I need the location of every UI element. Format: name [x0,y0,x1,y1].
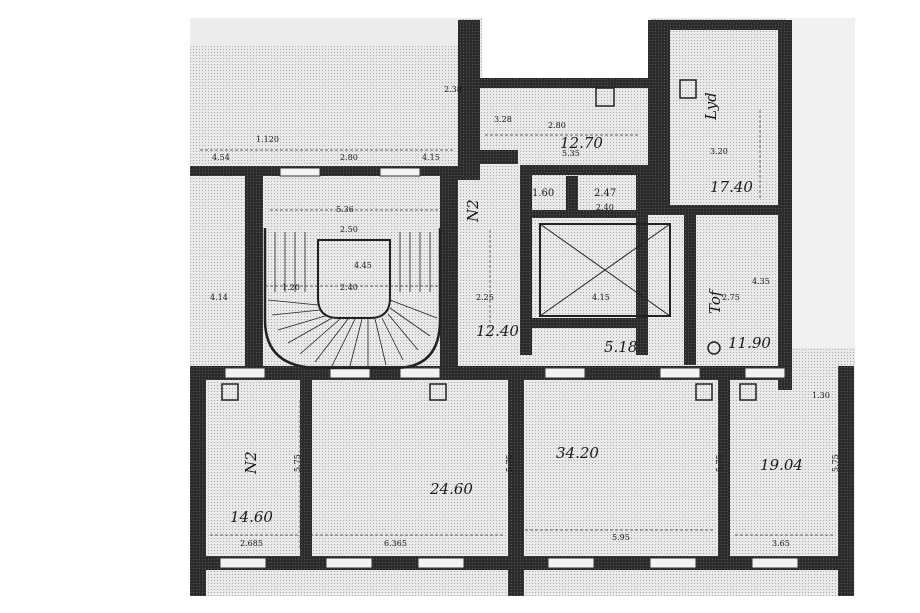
dim-bottom-3: 5.95 [612,533,630,542]
dim-vert-4: 5.75 [831,454,840,472]
dim-vert-1: 5.75 [293,454,302,472]
dim-stair-inner: 2.50 [340,225,358,234]
dim-right-top: 3.20 [710,147,728,156]
dim-bottom-2: 6.365 [384,539,407,548]
dim-shaft: 4.15 [592,293,610,302]
handwritten-mark-right-mid: Tof [706,288,724,314]
dim-top-vert: 2.38 [444,85,462,94]
dim-hall-3: 5.35 [562,149,580,158]
fixtures [221,79,757,401]
dim-small: 2.40 [596,203,614,212]
area-label-room-4: 19.04 [760,456,803,474]
dim-stair-width: 5.36 [336,205,354,214]
dim-vert-2: 5.75 [505,454,514,472]
area-label-right-mid: 11.90 [728,334,771,352]
area-label-room-2: 24.60 [429,480,473,498]
right-void [785,18,855,348]
dim-top-left-2: 1.120 [256,135,279,144]
dim-bottom-right: 1.30 [812,391,830,400]
shaft [539,223,671,317]
dim-stair-run: 2.25 [476,293,494,302]
dim-right-mid-1: 2.75 [722,293,740,302]
area-label-stair-hall: 12.40 [476,322,519,340]
dim-bottom-4: 3.65 [772,539,790,548]
dim-hall-2: 3.28 [494,115,512,124]
dim-vert-3: 5.75 [715,454,724,472]
area-label-room-3: 34.20 [556,444,599,462]
facade-windows [219,557,799,569]
handwritten-mark-room1: N2 [242,451,260,475]
dim-stair-mid: 2.40 [340,283,358,292]
dim-stair-side: 4.14 [210,293,228,302]
area-label-small-2: 2.47 [594,188,616,199]
mid-wall-openings [224,167,786,379]
dimension-lines [200,110,835,550]
area-label-small-1: 1.60 [532,188,554,199]
dim-hall-1: 2.80 [548,121,566,130]
handwritten-mark-top-right: Lyd [702,92,720,121]
area-label-room-1: 14.60 [230,508,273,526]
top-cutout [482,18,650,80]
top-left-void [190,18,460,46]
dim-right-mid-2: 4.35 [752,277,770,286]
dim-top-mid: 2.80 [340,153,358,162]
handwritten-mark-stair: N2 [464,199,482,223]
area-label-top-right: 17.40 [710,178,753,196]
dim-stair-vert: 4.45 [354,261,372,270]
dim-stair-left: 1.20 [282,283,300,292]
dim-top-mid-2: 4.15 [422,153,440,162]
staircase [263,228,442,370]
area-label-shaft-below: 5.18 [604,338,637,356]
dim-top-left: 4.54 [212,153,230,162]
area-label-top-hall: 12.70 [560,134,603,152]
dim-bottom-1: 2.685 [240,539,263,548]
dimension-texts: 4.54 1.120 2.80 4.15 2.38 2.80 3.28 5.35… [210,85,840,548]
